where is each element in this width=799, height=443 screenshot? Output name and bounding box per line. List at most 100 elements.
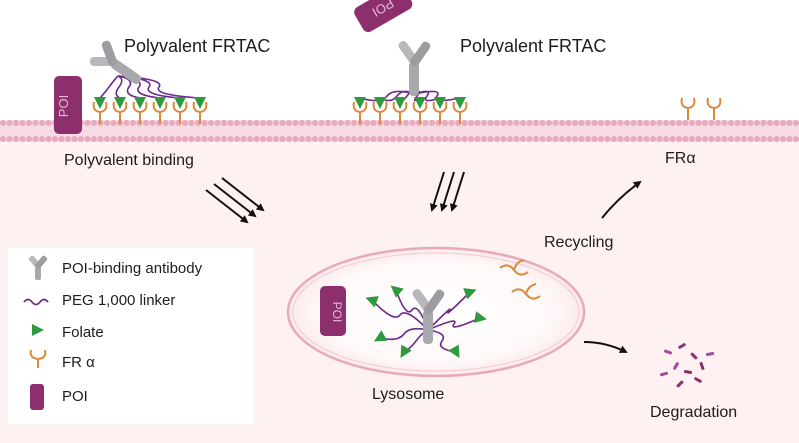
membrane-head — [266, 136, 273, 142]
membrane-head — [455, 136, 461, 142]
membrane-head — [689, 120, 695, 126]
peg-linker — [99, 75, 119, 99]
legend-peg: PEG 1,000 linker — [62, 292, 176, 309]
membrane-head — [754, 136, 760, 142]
membrane-head — [526, 136, 533, 142]
folate-icon — [32, 324, 44, 336]
membrane-head — [130, 136, 136, 142]
membrane-head — [565, 120, 572, 126]
fragment — [676, 380, 684, 388]
membrane-head — [676, 120, 682, 126]
membrane-head — [91, 120, 97, 126]
membrane-head — [325, 136, 331, 142]
membrane-head — [448, 136, 455, 142]
membrane-head — [481, 136, 487, 142]
peg-linker — [117, 75, 141, 99]
membrane-head — [32, 136, 39, 142]
center-frtac-complex: POI — [352, 0, 468, 124]
membrane-head — [624, 120, 630, 126]
membrane-head — [643, 136, 650, 142]
membrane-head — [721, 136, 728, 142]
membrane-head — [6, 120, 13, 126]
membrane-head — [669, 136, 676, 142]
membrane-head — [507, 120, 513, 126]
membrane-head — [273, 136, 279, 142]
membrane-head — [487, 120, 494, 126]
folate — [365, 296, 379, 308]
membrane-head — [390, 120, 396, 126]
membrane-head — [260, 120, 266, 126]
membrane-head — [533, 120, 539, 126]
membrane-head — [26, 136, 32, 142]
left-poi: POI — [54, 76, 82, 134]
membrane-head — [39, 136, 45, 142]
membrane-head — [429, 136, 435, 142]
membrane-head — [97, 136, 104, 142]
membrane-head — [507, 136, 513, 142]
membrane-head — [221, 120, 227, 126]
title-right: Polyvalent FRTAC — [460, 36, 607, 56]
membrane-head — [253, 120, 260, 126]
membrane-head — [182, 136, 188, 142]
membrane-head — [442, 136, 448, 142]
lysosome-antibody — [412, 289, 445, 344]
membrane-head — [695, 120, 702, 126]
fr-alpha-receptor — [499, 259, 529, 276]
membrane-head — [611, 120, 617, 126]
membrane-head — [448, 120, 455, 126]
membrane-head — [663, 136, 669, 142]
membrane-head — [383, 136, 390, 142]
membrane-head — [305, 136, 312, 142]
title-left: Polyvalent FRTAC — [124, 36, 271, 56]
membrane-head — [13, 136, 19, 142]
center-antibody — [398, 41, 431, 96]
membrane-head — [422, 120, 429, 126]
membrane-head — [84, 120, 91, 126]
membrane-head — [312, 120, 318, 126]
membrane-head — [279, 120, 286, 126]
folate — [373, 330, 388, 342]
membrane-head — [364, 120, 370, 126]
membrane-head — [162, 120, 169, 126]
membrane-head — [578, 136, 585, 142]
membrane-head — [331, 136, 338, 142]
membrane-head — [487, 136, 494, 142]
cell-membrane — [0, 120, 799, 142]
poi-icon — [30, 384, 44, 410]
peg-linker — [413, 90, 461, 102]
membrane-head — [221, 136, 227, 142]
membrane-head — [591, 120, 598, 126]
peg-linker-icon — [23, 298, 49, 306]
membrane-head — [247, 120, 253, 126]
membrane-head — [409, 136, 416, 142]
membrane-head — [416, 136, 422, 142]
fragment — [659, 371, 669, 377]
membrane-head — [754, 120, 760, 126]
membrane-head — [604, 136, 611, 142]
membrane-head — [305, 120, 312, 126]
membrane-head — [650, 136, 656, 142]
membrane-head — [143, 136, 149, 142]
membrane-head — [585, 136, 591, 142]
membrane-head — [338, 136, 344, 142]
membrane-head — [331, 120, 338, 126]
membrane-head — [19, 136, 26, 142]
fr-alpha-receptor — [172, 101, 188, 124]
membrane-head — [357, 136, 364, 142]
membrane-head — [461, 120, 468, 126]
membrane-head — [611, 136, 617, 142]
membrane-head — [780, 136, 786, 142]
membrane-head — [130, 120, 136, 126]
membrane-head — [715, 120, 721, 126]
fragment — [694, 377, 702, 383]
membrane-head — [260, 136, 266, 142]
membrane-head — [227, 120, 234, 126]
recycling-arrow — [601, 180, 642, 219]
membrane-head — [767, 136, 773, 142]
membrane-head — [786, 136, 793, 142]
membrane-head — [344, 120, 351, 126]
membrane-head — [403, 120, 409, 126]
fragment — [683, 369, 693, 375]
membrane-head — [182, 120, 188, 126]
